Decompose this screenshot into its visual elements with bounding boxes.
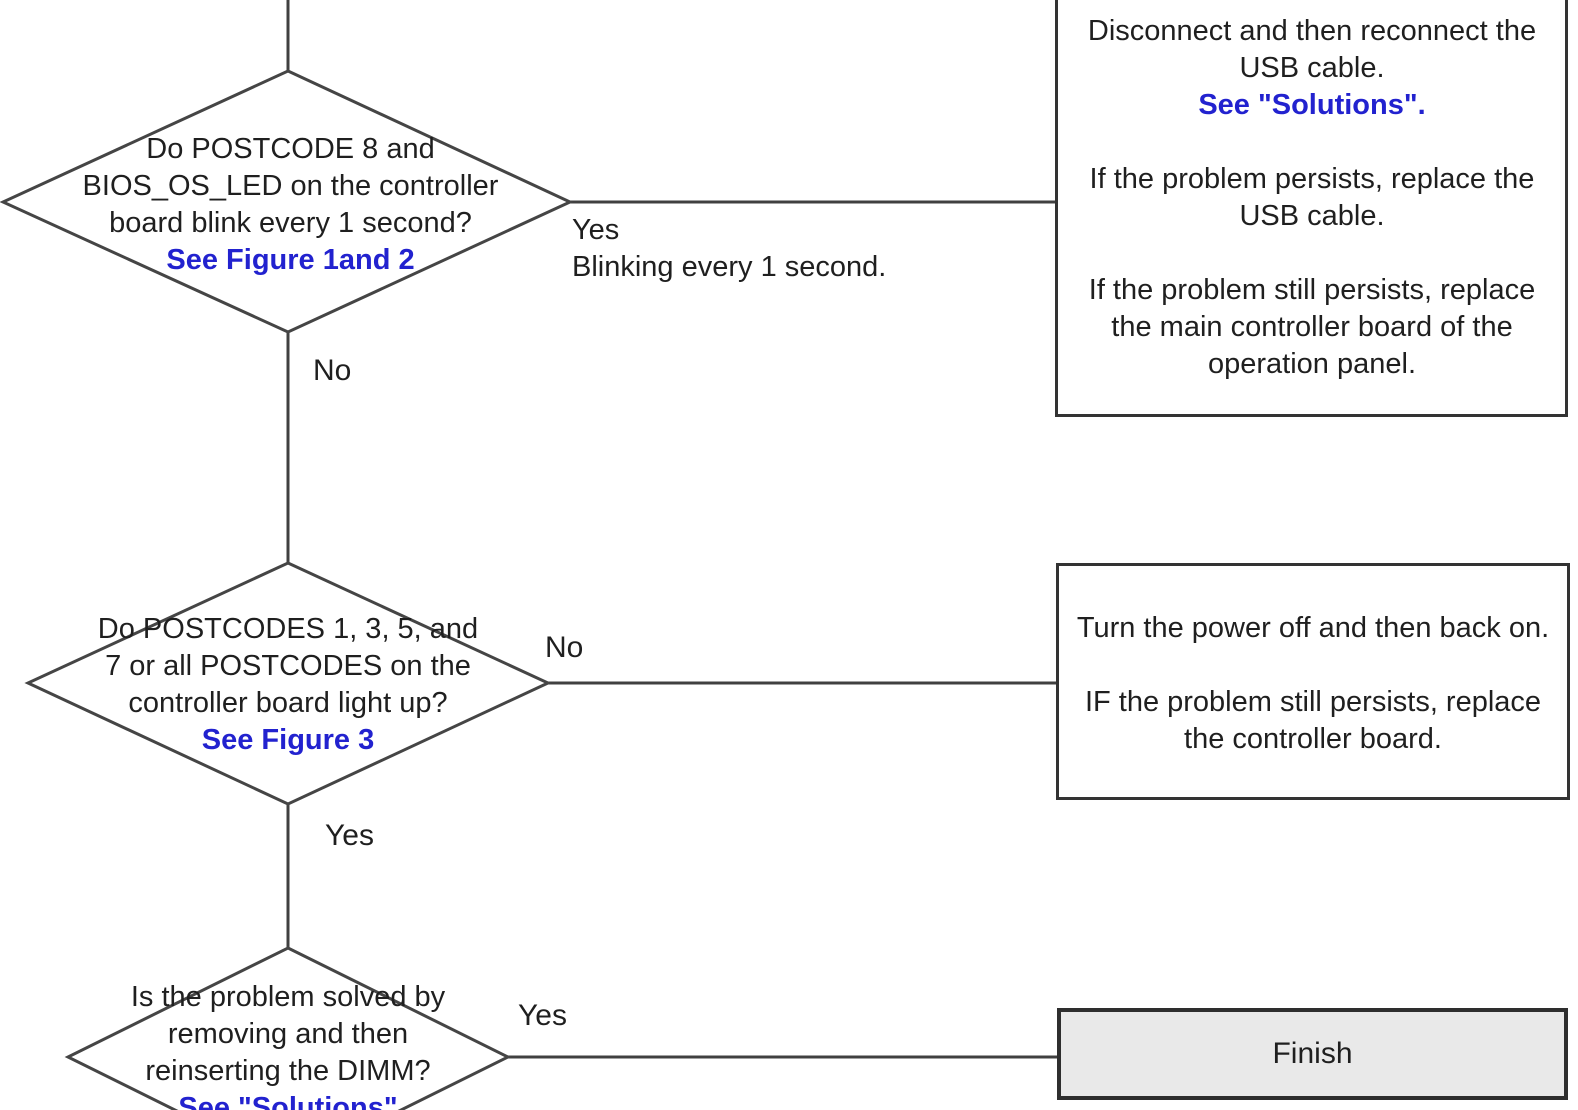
decision1-line2: BIOS_OS_LED on the controller bbox=[82, 170, 499, 202]
usb-line5: USB cable. bbox=[1239, 200, 1385, 232]
decision3-line3: reinserting the DIMM? bbox=[145, 1055, 431, 1087]
usb-line8: operation panel. bbox=[1208, 348, 1416, 380]
usb-line6: If the problem still persists, replace bbox=[1088, 274, 1536, 306]
usb-line7: the main controller board of the bbox=[1111, 311, 1513, 343]
finish-box: Finish bbox=[1057, 1008, 1568, 1100]
decision3-solutions-link[interactable]: See "Solutions" bbox=[178, 1092, 398, 1110]
power-line1: Turn the power off and then back on. bbox=[1076, 612, 1550, 644]
decision3-text: Is the problem solved by removing and th… bbox=[38, 979, 538, 1110]
decision2-line3: controller board light up? bbox=[128, 687, 448, 719]
decision1-yes-note: Blinking every 1 second. bbox=[572, 251, 887, 283]
usb-line2: USB cable. bbox=[1239, 52, 1385, 84]
decision1-yes-labels: Yes Blinking every 1 second. bbox=[572, 212, 886, 286]
spacer bbox=[1060, 124, 1564, 161]
usb-solutions-link[interactable]: See "Solutions". bbox=[1198, 89, 1426, 121]
decision2-line1: Do POSTCODES 1, 3, 5, and bbox=[97, 613, 479, 645]
decision2-diamond bbox=[24, 561, 552, 806]
usb-line4: If the problem persists, replace the bbox=[1089, 163, 1535, 195]
decision3-line1: Is the problem solved by bbox=[130, 981, 446, 1013]
decision2-text: Do POSTCODES 1, 3, 5, and 7 or all POSTC… bbox=[18, 611, 558, 759]
decision1-line1: Do POSTCODE 8 and bbox=[146, 133, 435, 165]
decision3-line2: removing and then bbox=[167, 1018, 409, 1050]
decision1-line3: board blink every 1 second? bbox=[109, 207, 472, 239]
spacer bbox=[1061, 647, 1565, 684]
decision1-figure-link[interactable]: See Figure 1and 2 bbox=[166, 244, 415, 276]
decision3-diamond bbox=[64, 946, 512, 1110]
usb-solution-box bbox=[1055, 0, 1568, 417]
power-solution-text: Turn the power off and then back on. IF … bbox=[1061, 610, 1565, 758]
spacer bbox=[1060, 235, 1564, 272]
decision2-figure-link[interactable]: See Figure 3 bbox=[201, 724, 375, 756]
decision2-yes-label: Yes bbox=[325, 819, 374, 852]
decision1-text: Do POSTCODE 8 and BIOS_OS_LED on the con… bbox=[18, 131, 563, 279]
usb-solution-text: Disconnect and then reconnect the USB ca… bbox=[1060, 13, 1564, 383]
decision1-diamond bbox=[0, 69, 574, 334]
decision3-yes-label: Yes bbox=[518, 999, 567, 1032]
decision1-yes-label: Yes bbox=[572, 214, 620, 246]
decision2-line2: 7 or all POSTCODES on the bbox=[105, 650, 471, 682]
decision2-no-label: No bbox=[545, 631, 584, 664]
usb-line1: Disconnect and then reconnect the bbox=[1087, 15, 1537, 47]
power-solution-box bbox=[1056, 563, 1570, 800]
finish-label: Finish bbox=[1272, 1037, 1353, 1070]
decision1-no-label: No bbox=[313, 354, 352, 387]
power-line2: IF the problem still persists, replace bbox=[1084, 686, 1542, 718]
power-line3: the controller board. bbox=[1184, 723, 1442, 755]
